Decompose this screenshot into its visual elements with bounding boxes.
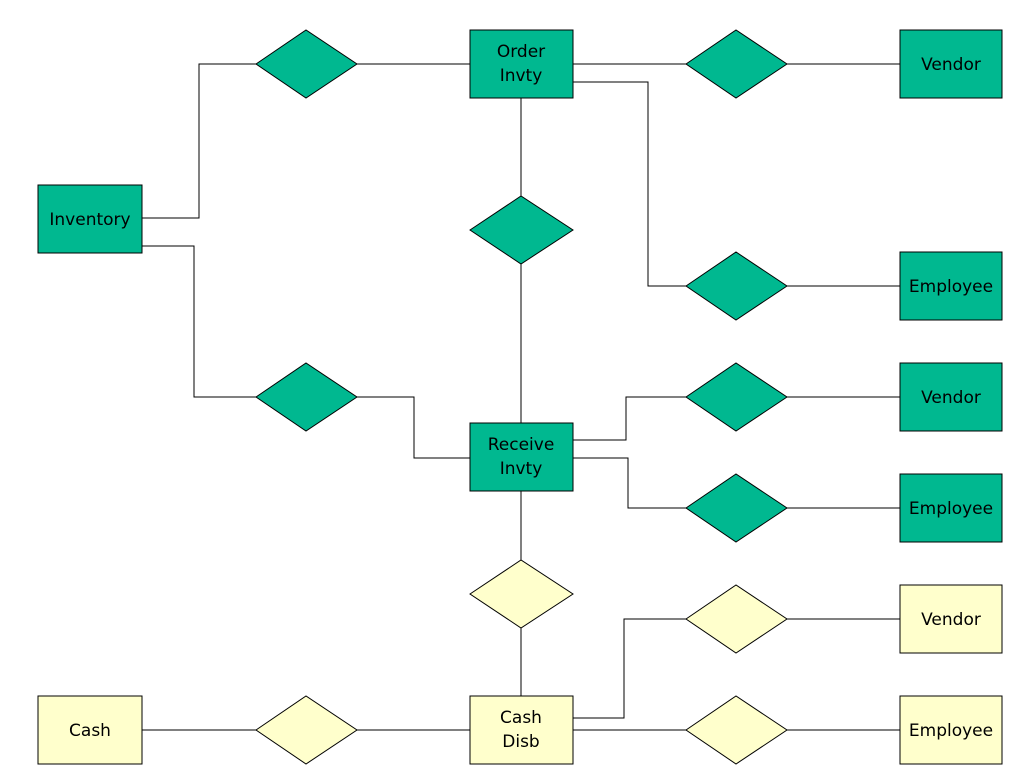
receive-employee-rel[interactable] [685, 473, 788, 543]
entity-cash-disb[interactable]: Cash Disb [469, 695, 574, 765]
entity-employee-cash[interactable]: Employee [899, 695, 1003, 765]
inventory-order-rel[interactable] [255, 29, 358, 99]
entity-vendor-receive[interactable]: Vendor [899, 362, 1003, 432]
entity-employee-order[interactable]: Employee [899, 251, 1003, 321]
entity-receive-invty[interactable]: Receive Invty [469, 422, 574, 492]
entity-receive-invty-label-line-1: Receive [488, 435, 555, 455]
receive-vendor-rel[interactable] [685, 362, 788, 432]
entity-cash-disb-label-line-1: Cash [500, 708, 542, 728]
entity-inventory-label: Inventory [49, 210, 130, 230]
connector-inventory-order-rel [142, 63, 256, 219]
entity-employee-cash-label: Employee [909, 721, 993, 741]
entity-cash-label: Cash [69, 721, 111, 741]
entity-vendor-receive-label: Vendor [921, 388, 981, 408]
entity-order-invty-label-line-1: Order [497, 42, 545, 62]
entity-vendor-cash[interactable]: Vendor [899, 584, 1003, 654]
receive-cash-disb-rel[interactable] [469, 559, 574, 629]
connector-receive-employee-rel [573, 457, 686, 509]
entity-order-invty-label-line-2: Invty [500, 66, 543, 86]
entity-employee-receive-label: Employee [909, 499, 993, 519]
entity-vendor-cash-label: Vendor [921, 610, 981, 630]
entity-order-invty[interactable]: Order Invty [469, 29, 574, 99]
entity-cash-disb-label-line-2: Disb [502, 732, 539, 752]
order-vendor-rel[interactable] [685, 29, 788, 99]
entity-employee-order-label: Employee [909, 277, 993, 297]
connector-receive-rel-receive [357, 396, 470, 459]
order-receive-rel[interactable] [469, 195, 574, 265]
relationships [255, 29, 788, 765]
inventory-receive-rel[interactable] [255, 362, 358, 432]
connector-inventory-receive-rel [142, 245, 256, 398]
entity-employee-receive[interactable]: Employee [899, 473, 1003, 543]
entity-vendor-order[interactable]: Vendor [899, 29, 1003, 99]
connector-order-employee-rel [573, 81, 686, 287]
connector-receive-vendor-rel [573, 396, 686, 441]
connectors [142, 63, 900, 731]
cash-cash-disb-rel[interactable] [255, 695, 358, 765]
entity-vendor-order-label: Vendor [921, 55, 981, 75]
entity-cash[interactable]: Cash [37, 695, 143, 765]
cash-disb-vendor-rel[interactable] [685, 584, 788, 654]
cash-disb-employee-rel[interactable] [685, 695, 788, 765]
entity-inventory[interactable]: Inventory [37, 184, 143, 254]
order-employee-rel[interactable] [685, 251, 788, 321]
entities: Inventory Order Invty Vendor Employee Re… [37, 29, 1003, 765]
connector-cash-disb-vendor-rel [573, 618, 686, 719]
entity-receive-invty-label-line-2: Invty [500, 459, 543, 479]
